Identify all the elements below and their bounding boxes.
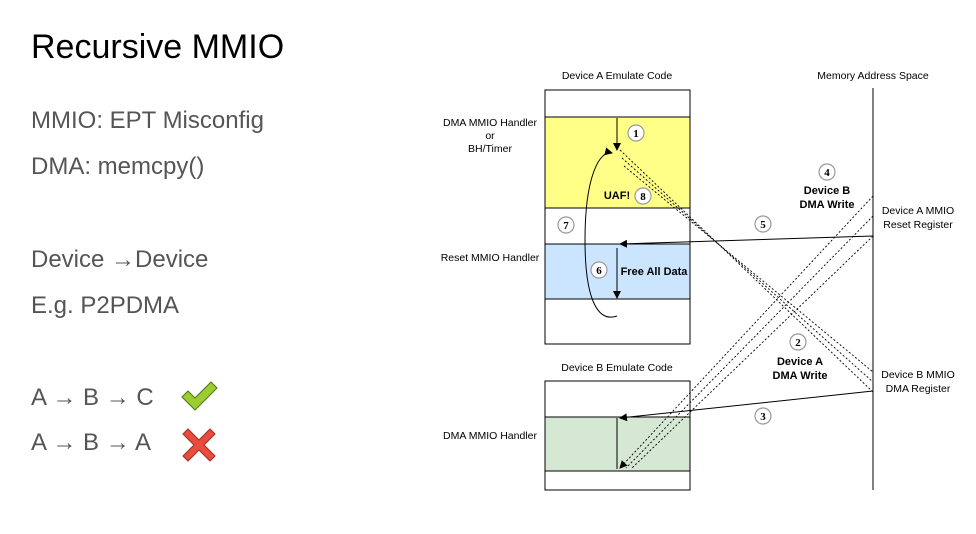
step-8-circle bbox=[634, 187, 652, 205]
uaf-label: UAF! bbox=[604, 190, 630, 202]
dash-a-to-b-2 bbox=[621, 157, 874, 383]
step-5-circle bbox=[754, 215, 772, 233]
step3-arrow bbox=[619, 390, 874, 422]
bullet-device-to-device: Device →Device bbox=[31, 246, 209, 273]
device-b-write-label-1: Device B bbox=[804, 185, 851, 197]
device-a-write-label-2: DMA Write bbox=[773, 370, 828, 382]
slide-title: Recursive MMIO bbox=[31, 28, 285, 66]
device-b-write-label-2: DMA Write bbox=[800, 199, 855, 211]
step-6-num: 6 bbox=[596, 265, 602, 277]
bullet-dma: DMA: memcpy() bbox=[31, 153, 205, 180]
dev-b-dma-handler-label: DMA MMIO Handler bbox=[443, 430, 537, 442]
step-4-circle bbox=[818, 163, 836, 181]
dma-handler-label-2: or bbox=[485, 130, 495, 142]
cross-icon bbox=[182, 428, 216, 462]
device-a-write-label-1: Device A bbox=[777, 356, 823, 368]
step-3-num: 3 bbox=[760, 411, 766, 423]
reset-register-label-2: Reset Register bbox=[883, 219, 953, 231]
reset-register-label-1: Device A MMIO bbox=[882, 205, 954, 217]
bullet-mmio: MMIO: EPT Misconfig bbox=[31, 107, 264, 134]
check-icon bbox=[181, 381, 218, 411]
device-a-title: Device A Emulate Code bbox=[562, 70, 672, 82]
dma-handler-label-3: BH/Timer bbox=[468, 143, 512, 155]
reset-handler-label: Reset MMIO Handler bbox=[441, 252, 540, 264]
bullet-aba: A → B → A bbox=[31, 429, 152, 456]
dash-b-to-a-2 bbox=[625, 215, 874, 469]
step-7-circle bbox=[557, 216, 575, 234]
bullet-abc: A → B → C bbox=[31, 384, 154, 411]
dash-a-to-b-3 bbox=[623, 165, 874, 373]
step7-loop bbox=[584, 147, 618, 318]
dma-register-label-2: DMA Register bbox=[886, 383, 951, 395]
device-b-title: Device B Emulate Code bbox=[561, 362, 673, 374]
step-4-num: 4 bbox=[824, 167, 830, 179]
memory-title: Memory Address Space bbox=[817, 70, 929, 82]
dma-register-label-1: Device B MMIO bbox=[881, 369, 955, 381]
bullet-p2pdma: E.g. P2PDMA bbox=[31, 292, 180, 319]
free-all-label: Free All Data bbox=[621, 266, 689, 278]
step-7-num: 7 bbox=[563, 220, 569, 232]
step-8-num: 8 bbox=[640, 191, 646, 203]
dash-b-to-a-1 bbox=[619, 195, 874, 469]
step-1-circle bbox=[627, 124, 645, 142]
step-6-circle bbox=[590, 261, 608, 279]
dma-handler-label-1: DMA MMIO Handler bbox=[443, 117, 537, 129]
step-2-num: 2 bbox=[795, 337, 801, 349]
step-2-circle bbox=[789, 333, 807, 351]
step5-arrow bbox=[619, 235, 874, 248]
step-1-num: 1 bbox=[633, 128, 639, 140]
step-3-circle bbox=[754, 407, 772, 425]
step-5-num: 5 bbox=[760, 219, 766, 231]
